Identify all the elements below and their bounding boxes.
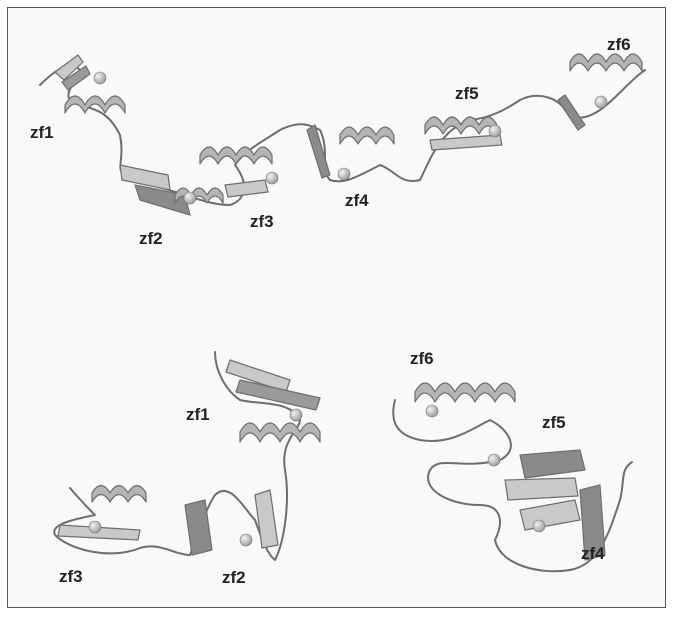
top-zf3-sheet (225, 180, 268, 197)
zinc-ion (488, 454, 500, 466)
zinc-ion (595, 96, 607, 108)
zinc-ion (240, 534, 252, 546)
zinc-ion (184, 192, 196, 204)
br-zf4-sheet-b (520, 500, 580, 530)
top-structure (40, 54, 645, 215)
bl-zf1-helix (240, 423, 320, 442)
label-top-zf6: zf6 (607, 36, 631, 53)
label-bl-zf3: zf3 (59, 568, 83, 585)
top-zf6-sheet (558, 95, 585, 130)
label-top-zf5: zf5 (455, 85, 479, 102)
zinc-ion (489, 125, 501, 137)
zinc-ion (533, 520, 545, 532)
label-bl-zf1: zf1 (186, 406, 210, 423)
label-br-zf6: zf6 (410, 350, 434, 367)
top-zf2-sheet (120, 165, 170, 190)
zinc-ion (338, 168, 350, 180)
bl-zf3-helix (92, 486, 146, 503)
zinc-ion (89, 521, 101, 533)
zinc-ion (290, 409, 302, 421)
top-zf5-helix (425, 117, 497, 134)
label-br-zf4: zf4 (581, 545, 605, 562)
br-zf5-sheet (520, 450, 585, 478)
top-zf3-helix (200, 147, 272, 164)
top-zf4-helix (340, 127, 394, 144)
label-br-zf5: zf5 (542, 414, 566, 431)
zinc-ion (94, 72, 106, 84)
zinc-ion (426, 405, 438, 417)
br-zf6-helix (415, 383, 515, 402)
label-top-zf1: zf1 (30, 124, 54, 141)
label-bl-zf2: zf2 (222, 569, 246, 586)
top-zf4-sheet (307, 125, 330, 178)
top-zf5-sheet (430, 135, 502, 150)
br-zf5-sheet-b (505, 478, 578, 500)
bl-zf2-sheet-b (255, 490, 278, 548)
top-zinc-ions (94, 72, 607, 204)
top-zf6-helix (570, 54, 642, 71)
label-top-zf2: zf2 (139, 230, 163, 247)
zinc-ion (266, 172, 278, 184)
label-top-zf4: zf4 (345, 192, 369, 209)
label-top-zf3: zf3 (250, 213, 274, 230)
